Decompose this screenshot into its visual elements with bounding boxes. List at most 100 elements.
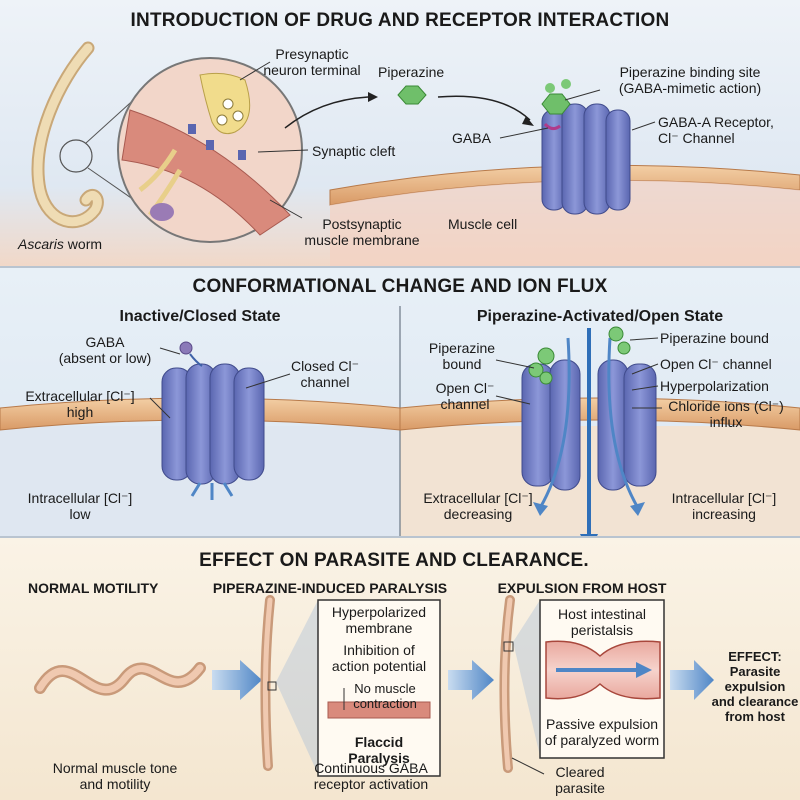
box1-hyperpolarized: Hyperpolarized membrane [318, 604, 440, 636]
postsynaptic-line2: muscle membrane [304, 232, 420, 249]
arrow-to-piperazine [284, 96, 369, 129]
muscle-cell-label: Muscle cell [448, 216, 518, 232]
receptor-label: GABA-A Receptor, Cl⁻ Channel [658, 114, 774, 146]
box1-inhibition: Inhibition of action potential [318, 642, 440, 674]
closed-channel [161, 363, 265, 485]
chloride-influx-line2: influx [709, 414, 743, 431]
open-channel-left-line2: channel [440, 396, 490, 413]
paralysis-caption-line1: Continuous GABA [314, 760, 428, 776]
arrow-paralysis-to-expulsion [448, 660, 494, 700]
intracellular-low-label: Intracellular [Cl⁻] low [10, 490, 150, 522]
box1-hyper-line2: membrane [345, 620, 413, 637]
binding-site-line1: Piperazine binding site [619, 64, 761, 80]
piperazine-molecule [397, 85, 427, 105]
paralysis-caption: Continuous GABA receptor activation [286, 760, 456, 792]
arrow-normal-to-paralysis [212, 660, 262, 700]
synaptic-cleft-label: Synaptic cleft [312, 143, 396, 159]
expulsion-zoom-marker [503, 641, 514, 652]
cleared-label: Cleared parasite [530, 764, 630, 796]
cleared-line1: Cleared [555, 764, 605, 780]
presynaptic-label: Presynaptic neuron terminal [252, 46, 372, 78]
arrow-to-receptor [437, 95, 531, 121]
extracellular-decreasing-line1: Extracellular [Cl⁻] [423, 490, 533, 506]
intracellular-low-line2: low [69, 506, 91, 523]
receptor-mini [206, 140, 214, 150]
panel3-title: EFFECT ON PARASITE AND CLEARANCE. [199, 550, 589, 571]
gaba-absent-label: GABA (absent or low) [30, 334, 180, 366]
panel-parasite-clearance: EFFECT ON PARASITE AND CLEARANCE. NORMAL… [0, 538, 800, 800]
closed-state-heading: Inactive/Closed State [119, 308, 281, 325]
box1-flaccid-line2: Paralysis [348, 750, 410, 767]
gaba-site [543, 122, 561, 131]
gaba-absent-line1: GABA [85, 334, 125, 350]
closed-channel-line2: channel [300, 374, 350, 391]
box1-inhibition-line1: Inhibition of [343, 642, 415, 658]
muscle-cell-area [330, 180, 800, 266]
effect-label: EFFECT: Parasite expulsion and clearance… [710, 649, 800, 725]
vesicle [222, 98, 234, 110]
box2-passive: Passive expulsion of paralyzed worm [540, 716, 664, 748]
open-channel-left-line1: Open Cl⁻ [435, 380, 495, 396]
panel-drug-receptor-interaction: INTRODUCTION OF DRUG AND RECEPTOR INTERA… [0, 0, 800, 266]
extracellular-high-label: Extracellular [Cl⁻] high [10, 388, 150, 420]
gaba-absent-line2: (absent or low) [58, 350, 152, 367]
flux-arrow-left [538, 337, 571, 509]
worm-word: worm [63, 236, 103, 252]
box1-inhibition-line2: action potential [331, 658, 427, 675]
open-channel-right-label: Open Cl⁻ channel [660, 356, 772, 372]
box2-peristalsis: Host intestinal peristalsis [540, 606, 664, 638]
gaba-molecule [179, 341, 193, 355]
box2-passive-line1: Passive expulsion [545, 716, 659, 732]
open-state-heading: Piperazine-Activated/Open State [476, 308, 724, 325]
presynaptic-line1: Presynaptic [275, 46, 349, 62]
gaba-label: GABA [452, 130, 491, 146]
normal-caption-line2: and motility [79, 776, 151, 793]
paralysis-caption-line2: receptor activation [313, 776, 429, 793]
relaxed-muscle [327, 701, 431, 719]
effect-line1: EFFECT: [728, 649, 782, 664]
normal-caption: Normal muscle tone and motility [30, 760, 200, 792]
binding-site-line2: (GABA-mimetic action) [618, 80, 762, 97]
postsynaptic-label: Postsynaptic muscle membrane [294, 216, 430, 248]
effect-line2: Parasite [729, 663, 781, 679]
arrow-to-effect [670, 660, 714, 700]
effect-line4: and clearance [711, 693, 799, 709]
intracellular-increasing-line1: Intracellular [Cl⁻] [671, 490, 777, 506]
weak-flux-arrows [190, 482, 234, 500]
box1-no-contraction: No muscle contraction [330, 681, 440, 712]
panel1-title: INTRODUCTION OF DRUG AND RECEPTOR INTERA… [130, 10, 670, 31]
chloride-influx-line1: Chloride ions (Cl⁻) [668, 398, 784, 414]
panel2-illustration [0, 306, 800, 536]
pip-bound-left-label: Piperazine bound [422, 340, 502, 372]
box1-flaccid-line1: Flaccid [354, 734, 404, 750]
extracellular-decreasing-line2: decreasing [443, 506, 513, 523]
receptor-mini [188, 124, 196, 134]
normal-caption-line1: Normal muscle tone [52, 760, 178, 776]
binding-site-label: Piperazine binding site (GABA-mimetic ac… [590, 64, 790, 96]
intracellular-low-line1: Intracellular [Cl⁻] [27, 490, 133, 506]
effect-line5: from host [725, 708, 785, 724]
normal-motility-heading: NORMAL MOTILITY [28, 580, 159, 596]
panel3-illustration [34, 595, 714, 777]
receptor-line2: Cl⁻ Channel [658, 130, 735, 147]
presynaptic-line2: neuron terminal [263, 62, 361, 79]
receptor-mini [238, 150, 246, 160]
extracellular-high-line1: Extracellular [Cl⁻] [25, 388, 135, 404]
paralysis-zoom-marker [267, 681, 277, 691]
piperazine-label: Piperazine [378, 64, 445, 80]
box2-passive-line2: of paralyzed worm [544, 732, 660, 749]
divider-1 [0, 266, 800, 268]
extracellular-decreasing-label: Extracellular [Cl⁻] decreasing [410, 490, 546, 522]
gaba-a-receptor [541, 103, 631, 215]
receptor-line1: GABA-A Receptor, [658, 114, 774, 130]
vesicle [216, 114, 228, 126]
hyperpolarization-label: Hyperpolarization [660, 378, 769, 394]
paralysis-detail-box [317, 599, 441, 777]
panel2-title: CONFORMATIONAL CHANGE AND ION FLUX [192, 276, 608, 297]
box1-hyper-line1: Hyperpolarized [331, 604, 427, 620]
closed-channel-line1: Closed Cl⁻ [290, 358, 360, 374]
box2-peristalsis-line2: peristalsis [570, 622, 634, 639]
effect-line3: expulsion [724, 678, 786, 694]
cell-nucleus [150, 203, 174, 221]
